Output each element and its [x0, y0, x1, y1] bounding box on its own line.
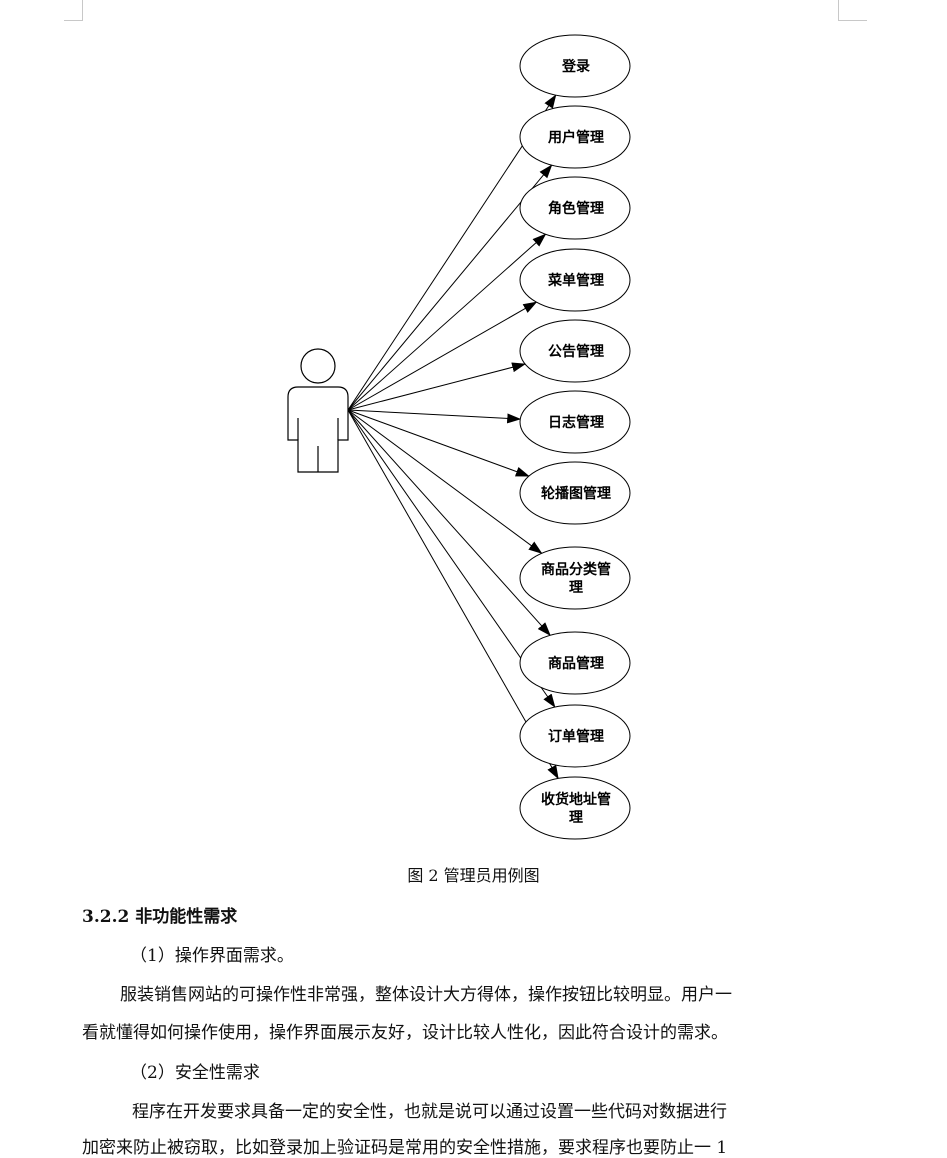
paragraph-2-line-1: 程序在开发要求具备一定的安全性，也就是说可以通过设置一些代码对数据进行 — [132, 1102, 727, 1122]
use-case-diagram: 登录用户管理角色管理菜单管理公告管理日志管理轮播图管理商品分类管理商品管理订单管… — [287, 34, 631, 840]
association-arrow — [347, 362, 527, 411]
list-item-1: （1）操作界面需求。 — [130, 946, 294, 966]
association-arrow — [347, 409, 559, 780]
use-case-ellipse — [519, 546, 631, 610]
use-case-label: 登录 — [561, 58, 590, 75]
association-arrow — [347, 409, 543, 554]
association-arrow — [347, 164, 553, 411]
use-case-label: 理 — [569, 580, 583, 596]
association-arrow — [347, 233, 547, 411]
figure-caption: 图 2 管理员用例图 — [407, 866, 540, 885]
use-case-label: 菜单管理 — [547, 272, 604, 289]
use-case-label: 理 — [569, 810, 583, 826]
use-case-label: 角色管理 — [548, 200, 604, 217]
association-arrow — [347, 409, 522, 424]
use-case-label: 商品管理 — [548, 655, 604, 672]
association-arrow — [347, 94, 557, 411]
association-arrows — [347, 94, 559, 780]
use-case-ellipse — [519, 461, 631, 525]
use-case-ellipse — [519, 631, 631, 695]
association-arrow — [347, 409, 530, 477]
association-arrow — [347, 409, 551, 637]
use-case-ellipse — [519, 105, 631, 169]
use-case-label: 订单管理 — [548, 728, 604, 745]
use-case-label: 用户管理 — [548, 129, 604, 146]
use-case-ellipse — [519, 704, 631, 768]
paragraph-1-line-1: 服装销售网站的可操作性非常强，整体设计大方得体，操作按钮比较明显。用户一 — [120, 985, 732, 1005]
use-cases: 登录用户管理角色管理菜单管理公告管理日志管理轮播图管理商品分类管理商品管理订单管… — [519, 34, 631, 840]
use-case-label: 日志管理 — [548, 414, 604, 431]
page-corner-mark-left — [64, 0, 83, 21]
section-heading: 3.2.2 非功能性需求 — [82, 907, 238, 927]
use-case-ellipse — [519, 319, 631, 383]
use-case-label: 轮播图管理 — [541, 485, 611, 502]
actor-figure — [287, 348, 349, 473]
use-case-label: 公告管理 — [548, 343, 604, 360]
use-case-ellipse — [519, 248, 631, 312]
list-item-2: （2）安全性需求 — [130, 1063, 260, 1083]
paragraph-1-line-2: 看就懂得如何操作使用，操作界面展示友好，设计比较人性化，因此符合设计的需求。 — [82, 1023, 728, 1043]
use-case-label: 收货地址管 — [541, 791, 611, 808]
use-case-label: 商品分类管 — [541, 561, 611, 578]
use-case-ellipse — [519, 390, 631, 454]
use-case-ellipse — [519, 176, 631, 240]
use-case-ellipse — [519, 776, 631, 840]
association-arrow — [347, 301, 538, 411]
use-case-ellipse — [519, 34, 631, 98]
page-corner-mark-right — [838, 0, 867, 21]
